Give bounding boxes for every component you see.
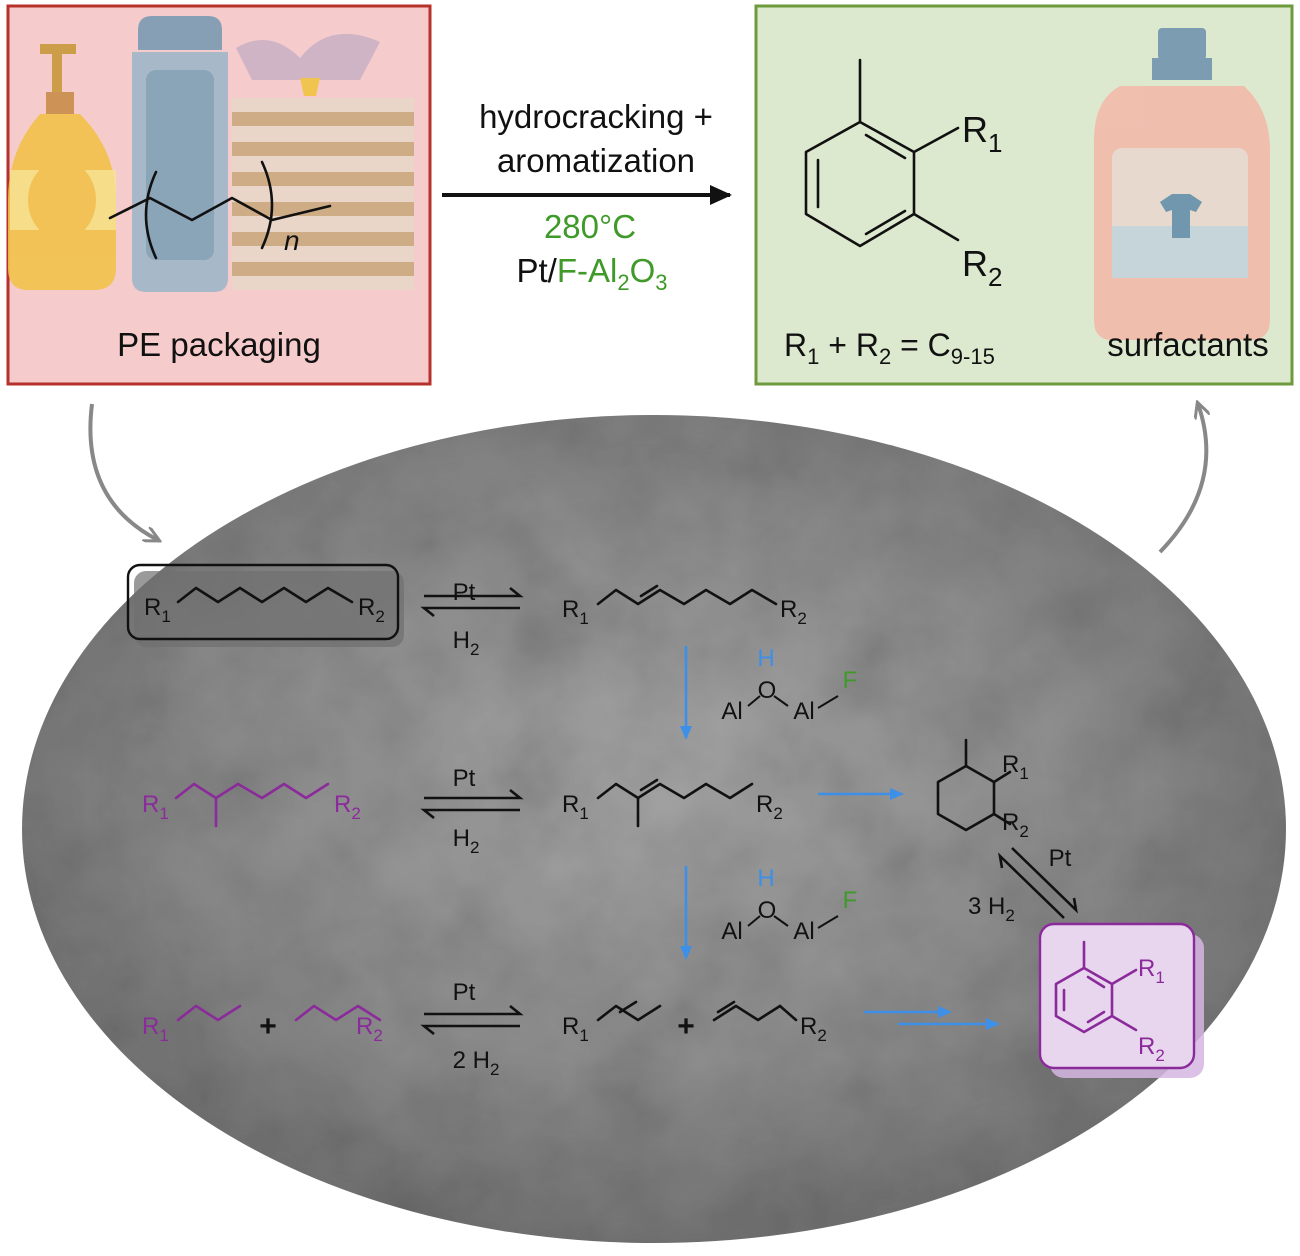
pe-packaging-panel: n PE packaging (6, 4, 432, 386)
substituent-r1: R1 (962, 109, 1002, 158)
cracked-alkanes: R1 + R2 (142, 1004, 383, 1045)
branched-alkene-r2: R2 (756, 791, 783, 823)
aromatic-r2: R2 (1138, 1033, 1165, 1065)
acid-o: O (758, 677, 777, 704)
dehydrogenation-equilibrium-3: Pt 2 H2 (420, 979, 524, 1079)
left-curved-arrow (88, 403, 158, 540)
pt-label: Pt (453, 765, 476, 792)
detergent-bottle-icon (1094, 28, 1270, 340)
branched-r2: R2 (334, 791, 361, 823)
catalyst-surface-ellipse (22, 415, 1286, 1243)
branched-r1: R1 (142, 791, 169, 823)
product-panel: R1 R2 R1 + R2 = C9-15 surfactants (754, 4, 1294, 386)
cracked-r1: R1 (142, 1013, 169, 1045)
alkylbenzene-structure: R1 R2 (804, 58, 1002, 292)
h2-label-3: 3 H2 (968, 893, 1015, 925)
h2-label: H2 (453, 627, 480, 659)
acid-al-right: Al (793, 698, 814, 725)
bread-bag-icon (232, 33, 414, 290)
soap-bottle-icon (8, 44, 116, 290)
cyclo-r2: R2 (1002, 809, 1029, 841)
cyclohexane-product: R1 R2 (936, 738, 1029, 841)
repeat-subscript-n: n (284, 225, 300, 256)
acid-site-1: H Al O Al F (721, 645, 857, 725)
alkene-r2: R2 (780, 596, 807, 628)
acid-f: F (843, 887, 858, 914)
dehydrogenation-equilibrium-1: Pt H2 (420, 579, 524, 659)
branched-alkane: R1 R2 (142, 782, 361, 828)
cracked-r2: R2 (356, 1013, 383, 1045)
plus-sign: + (259, 1010, 277, 1043)
acid-f: F (843, 667, 858, 694)
pe-packaging-caption: PE packaging (117, 326, 321, 363)
condition-line-2: aromatization (497, 142, 695, 179)
acid-o: O (758, 897, 777, 924)
left-bracket (144, 170, 158, 260)
acid-h: H (757, 645, 774, 672)
chain-length-formula: R1 + R2 = C9-15 (784, 327, 995, 369)
catalyst-label: Pt/F-Al2O3 (516, 252, 667, 295)
branched-alkene-r1: R1 (562, 791, 589, 823)
linear-alkane: R1 R2 (126, 563, 404, 647)
shampoo-bottle-icon (132, 16, 228, 292)
h2-label-2: 2 H2 (453, 1047, 500, 1079)
pt-label: Pt (1049, 845, 1072, 872)
pt-label: Pt (453, 979, 476, 1006)
right-curved-arrow (1158, 404, 1206, 554)
acid-al-left: Al (721, 698, 742, 725)
acid-al-right: Al (793, 918, 814, 945)
alkene-r2: R2 (800, 1013, 827, 1045)
aromatic-r1: R1 (1138, 955, 1165, 987)
alkene-r1: R1 (562, 1013, 589, 1045)
plus-sign: + (677, 1010, 695, 1043)
alkane-r2: R2 (358, 594, 385, 626)
surfactants-caption: surfactants (1107, 326, 1268, 363)
internal-alkene: R1 R2 (562, 584, 807, 628)
pt-label: Pt (453, 579, 476, 606)
polyethylene-structure: n (108, 160, 332, 260)
acid-h: H (757, 865, 774, 892)
h2-label: H2 (453, 825, 480, 857)
condition-line-1: hydrocracking + (479, 98, 713, 135)
alkene-r1: R1 (562, 596, 589, 628)
branched-alkene: R1 R2 (562, 778, 783, 828)
cyclo-r1: R1 (1002, 751, 1029, 783)
multistep-arrow (864, 1006, 1000, 1030)
substituent-r2: R2 (962, 243, 1002, 292)
alkane-r1: R1 (144, 594, 171, 626)
dehydrogenation-equilibrium-aromatic: Pt 3 H2 (968, 845, 1078, 925)
right-bracket (260, 160, 274, 250)
dehydrogenation-equilibrium-2: Pt H2 (420, 765, 524, 857)
main-reaction-arrow: hydrocracking + aromatization 280°C Pt/F… (442, 98, 732, 295)
temperature-label: 280°C (544, 208, 636, 245)
aromatic-product: R1 R2 (1038, 922, 1204, 1078)
acid-site-2: H Al O Al F (721, 865, 857, 945)
cracked-alkenes: R1 + R2 (562, 1000, 827, 1045)
acid-al-left: Al (721, 918, 742, 945)
